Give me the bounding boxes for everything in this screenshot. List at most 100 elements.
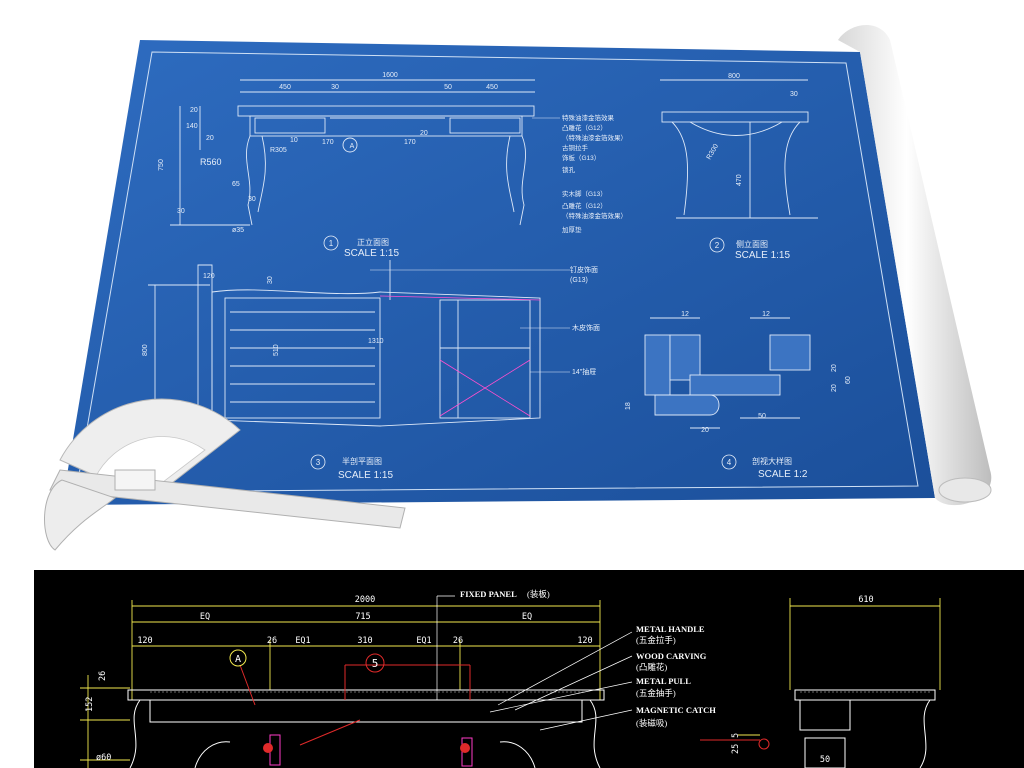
front-view-title: 1 正立面图 SCALE 1:15 [323, 235, 399, 259]
paper-roll [838, 24, 992, 506]
front-dim-20b: 20 [206, 135, 214, 142]
front-callout-7: 凸雕花（G12） [562, 201, 607, 210]
detail-dim-50: 50 [758, 413, 766, 420]
cad-dim-eq1: EQ1 [295, 636, 310, 646]
detail-view-texts: 12 12 20 20 60 18 50 20 [625, 311, 852, 434]
cad-label-metal-handle-cn: (五金拉手) [636, 635, 676, 645]
plan-dim-30: 30 [267, 276, 274, 284]
cad-dim-left-120: 120 [137, 636, 152, 646]
cad-dim-left-26: 26 [98, 671, 108, 681]
cad-dim-center: 715 [355, 612, 370, 622]
detail-view-title: 4 剖视大样图 SCALE 1:2 [721, 454, 808, 480]
front-callout-2: （特殊油漆金箔效果） [562, 133, 627, 142]
front-dim-center-a: 30 [331, 84, 339, 91]
front-callout-6: 实木脚（G13） [562, 189, 607, 198]
side-dim-width: 800 [728, 73, 740, 80]
cad-background [34, 570, 1024, 768]
protractor [44, 398, 406, 551]
front-dim-radius: R560 [200, 157, 222, 167]
cad-label-metal-handle: METAL HANDLE [636, 624, 705, 634]
side-dim-30: 30 [790, 91, 798, 98]
side-view-number: 2 [715, 241, 720, 250]
front-dim-height: 750 [158, 159, 165, 171]
front-elevation-texts: 1600 450 30 50 450 750 20 140 20 R560 65… [158, 72, 498, 234]
detail-dim-20: 20 [701, 427, 709, 434]
cad-dim-overall: 2000 [355, 595, 375, 605]
plan-view-title: 3 半剖平面图 SCALE 1:15 [310, 454, 393, 481]
front-dim-170b: 170 [404, 139, 416, 146]
front-callout-9: 加厚垫 [562, 225, 582, 234]
detail-dim-20a: 20 [831, 364, 838, 372]
plan-dim-800: 800 [142, 344, 149, 356]
detail-dim-18: 18 [625, 402, 632, 410]
front-view-scale: SCALE 1:15 [344, 248, 399, 259]
side-dim-470: 470 [736, 174, 743, 186]
side-view-title-text: 侧立面图 [736, 239, 768, 249]
cad-label-wood-carving: WOOD CARVING [636, 651, 707, 661]
front-dim-20m: 20 [420, 130, 428, 137]
blueprint-border [75, 51, 919, 493]
plan-callout-3: 14"抽屉 [572, 367, 596, 376]
cad-label-fixed-panel: FIXED PANEL [460, 589, 517, 599]
cad-label-magnetic-catch-cn: (装磁吸) [636, 718, 667, 728]
cad-dim-side-25: 25 [731, 744, 741, 754]
front-callout-4: 饰板（G13） [562, 153, 600, 162]
cad-dim-left-152: 152 [85, 697, 95, 712]
cad-marker-five: 5 [372, 657, 379, 670]
plan-dim-510: 510 [273, 344, 280, 356]
front-dim-left: 450 [279, 84, 291, 91]
front-callout-8: （特殊油漆金箔效果） [562, 211, 627, 220]
front-dim-30: 30 [248, 196, 256, 203]
front-callout-5: 锁孔 [562, 165, 576, 174]
plan-view-scale: SCALE 1:15 [338, 470, 393, 481]
paper-roll-end [938, 477, 992, 503]
cad-dim-side-width: 610 [858, 595, 873, 605]
plan-view-number: 3 [316, 458, 321, 467]
cad-dim-eq-left: EQ [200, 612, 210, 622]
side-view-scale: SCALE 1:15 [735, 250, 790, 261]
cad-dim-eq1b: EQ1 [416, 636, 431, 646]
detail-dim-20b: 20 [831, 384, 838, 392]
front-marker-a: A [350, 143, 355, 150]
cad-dim-right-120: 120 [577, 636, 592, 646]
detail-view-number: 4 [727, 458, 732, 467]
cad-label-magnetic-catch: MAGNETIC CATCH [636, 705, 716, 715]
cad-dim-left-60: ø60 [96, 753, 111, 763]
front-callout-0: 特殊油漆金箔效果 [562, 113, 615, 122]
cad-label-fixed-panel-cn: (装板) [527, 589, 550, 599]
plan-callout-0: 钉皮饰面 [570, 265, 598, 274]
cad-marker-a: A [235, 654, 241, 665]
detail-dim-12a: 12 [681, 311, 689, 318]
cad-label-metal-pull-cn: (五金抽手) [636, 688, 676, 698]
cad-label-wood-carving-cn: (凸雕花) [636, 662, 667, 672]
detail-view-title-text: 剖视大样图 [752, 456, 792, 466]
cad-dim-310: 310 [357, 636, 372, 646]
front-dim-20: 20 [190, 107, 198, 114]
cad-dim-eq-right: EQ [522, 612, 532, 622]
front-dim-overall: 1600 [382, 72, 398, 79]
front-view-number: 1 [329, 239, 334, 248]
cad-dim-26b: 26 [453, 636, 463, 646]
detail-view [644, 317, 811, 429]
side-view-title: 2 侧立面图 SCALE 1:15 [709, 237, 790, 261]
plan-accent [379, 295, 541, 417]
detail-view-scale: SCALE 1:2 [758, 469, 808, 480]
plan-dim-120: 120 [203, 273, 215, 280]
front-dim-center-b: 50 [444, 84, 452, 91]
detail-dim-60: 60 [845, 376, 852, 384]
front-dim-140: 140 [186, 123, 198, 130]
front-callouts: 特殊油漆金箔效果 凸雕花（G12） （特殊油漆金箔效果） 古铜拉手 饰板（G13… [532, 113, 627, 234]
plan-callout-1: (G13) [570, 277, 588, 284]
cad-dim-side-5: 5 [731, 733, 741, 738]
front-callout-3: 古铜拉手 [562, 143, 589, 152]
plan-view-title-text: 半剖平面图 [342, 456, 382, 466]
cad-dim-26: 26 [267, 636, 277, 646]
front-dim-65: 65 [232, 181, 240, 188]
plan-view-texts: 30 800 1310 510 120 钉皮饰面 (G13) 木皮饰面 14"抽… [142, 265, 600, 376]
detail-dim-12b: 12 [762, 311, 770, 318]
front-view-title-text: 正立面图 [357, 237, 389, 247]
cad-panel: A 5 2000 EQ 715 EQ 610 120 26 EQ1 310 EQ… [34, 570, 1024, 768]
plan-view [148, 260, 541, 427]
front-elevation [170, 79, 535, 226]
